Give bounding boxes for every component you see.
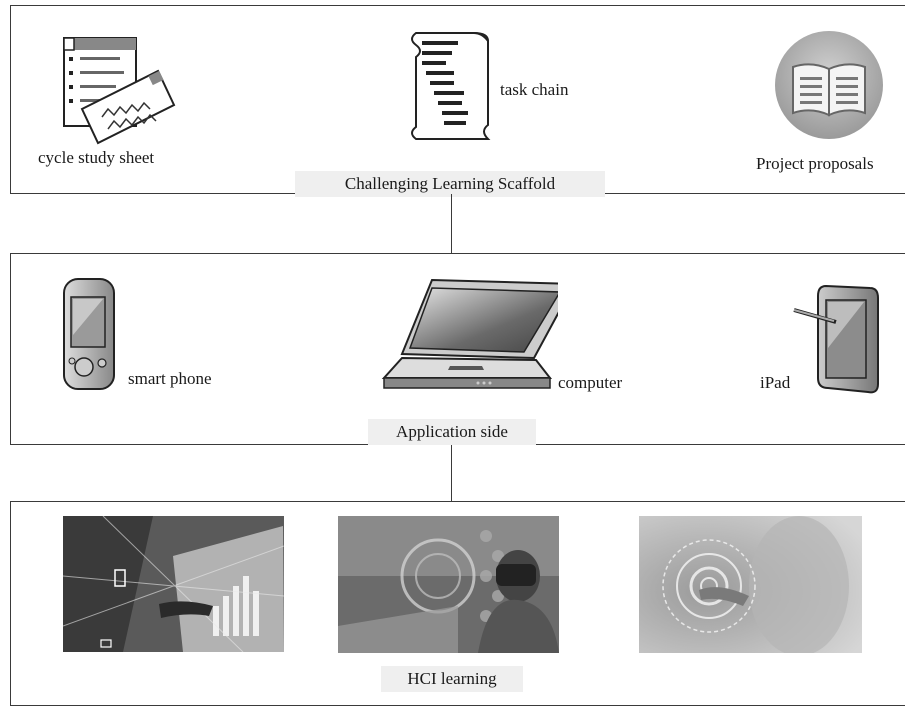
- laptop-icon: [381, 278, 558, 389]
- scroll-icon: [411, 32, 491, 140]
- vr-headset-photo: [338, 516, 559, 653]
- computer-label: computer: [558, 373, 623, 392]
- scaffold-caption: Challenging Learning Scaffold: [295, 171, 605, 197]
- touchscreen-data-photo: [63, 516, 284, 652]
- ipad-label: iPad: [760, 373, 791, 392]
- hci-caption: HCI learning: [381, 666, 523, 692]
- tablet-icon: [793, 284, 879, 394]
- connector-line-2: [451, 445, 452, 501]
- cycle-study-sheet-label: cycle study sheet: [38, 148, 155, 167]
- open-book-icon: [775, 31, 883, 139]
- task-chain-label: task chain: [500, 80, 569, 99]
- application-caption: Application side: [368, 419, 536, 445]
- study-sheet-icon: [63, 37, 176, 145]
- smart-phone-label: smart phone: [128, 369, 212, 388]
- smartphone-icon: [63, 278, 115, 390]
- connector-line-1: [451, 194, 452, 253]
- project-proposals-label: Project proposals: [756, 154, 874, 173]
- holographic-interface-photo: [639, 516, 862, 653]
